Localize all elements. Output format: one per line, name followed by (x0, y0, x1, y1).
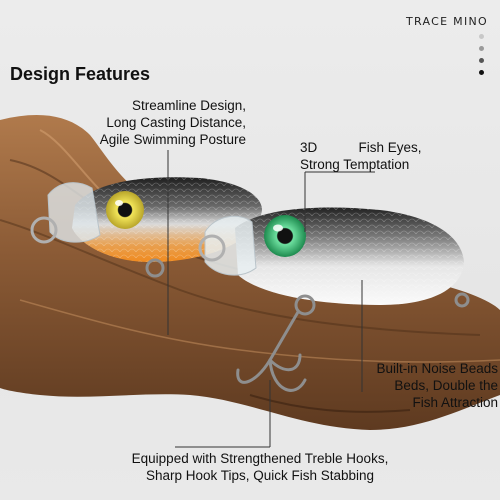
split-ring-2 (198, 234, 226, 262)
streamline-line-2: Long Casting Distance, (106, 115, 246, 130)
streamline-line-1: Streamline Design, (131, 98, 246, 113)
treble-hook (145, 258, 470, 392)
green-eye (264, 215, 306, 257)
streamline-lure-2 (204, 207, 464, 305)
eyes-line-1: 3D Fish Eyes, (300, 140, 422, 155)
beads-line-2: Beds, Double the (394, 378, 498, 393)
split-ring-1 (30, 216, 58, 244)
brand-name: TRACE MINO (406, 15, 488, 28)
beads-line-3: Fish Attraction (412, 395, 498, 410)
hooks-line-2: Sharp Hook Tips, Quick Fish Stabbing (145, 468, 375, 483)
dot-4 (479, 70, 484, 75)
dot-2 (479, 46, 484, 51)
dot-1 (479, 34, 484, 39)
fish-eyes-label: 3D Fish Eyes, Strong Temptation (300, 139, 490, 173)
yellow-eye (106, 191, 144, 229)
streamline-label: Streamline Design, Long Casting Distance… (60, 97, 246, 148)
streamline-lure (47, 177, 262, 262)
streamline-line-3: Agile Swimming Posture (99, 132, 246, 147)
noise-beads-label: Built-in Noise Beads Beds, Double the Fi… (318, 360, 498, 411)
treble-hooks-label: Equipped with Strengthened Treble Hooks,… (100, 450, 420, 484)
eyes-line-2: Strong Temptation (300, 157, 410, 172)
hooks-line-1: Equipped with Strengthened Treble Hooks, (131, 451, 389, 466)
dot-3 (479, 58, 484, 63)
section-title: Design Features (10, 64, 151, 84)
beads-line-1: Built-in Noise Beads (376, 361, 498, 376)
color-dots (479, 34, 485, 82)
callout-lines (167, 150, 375, 448)
